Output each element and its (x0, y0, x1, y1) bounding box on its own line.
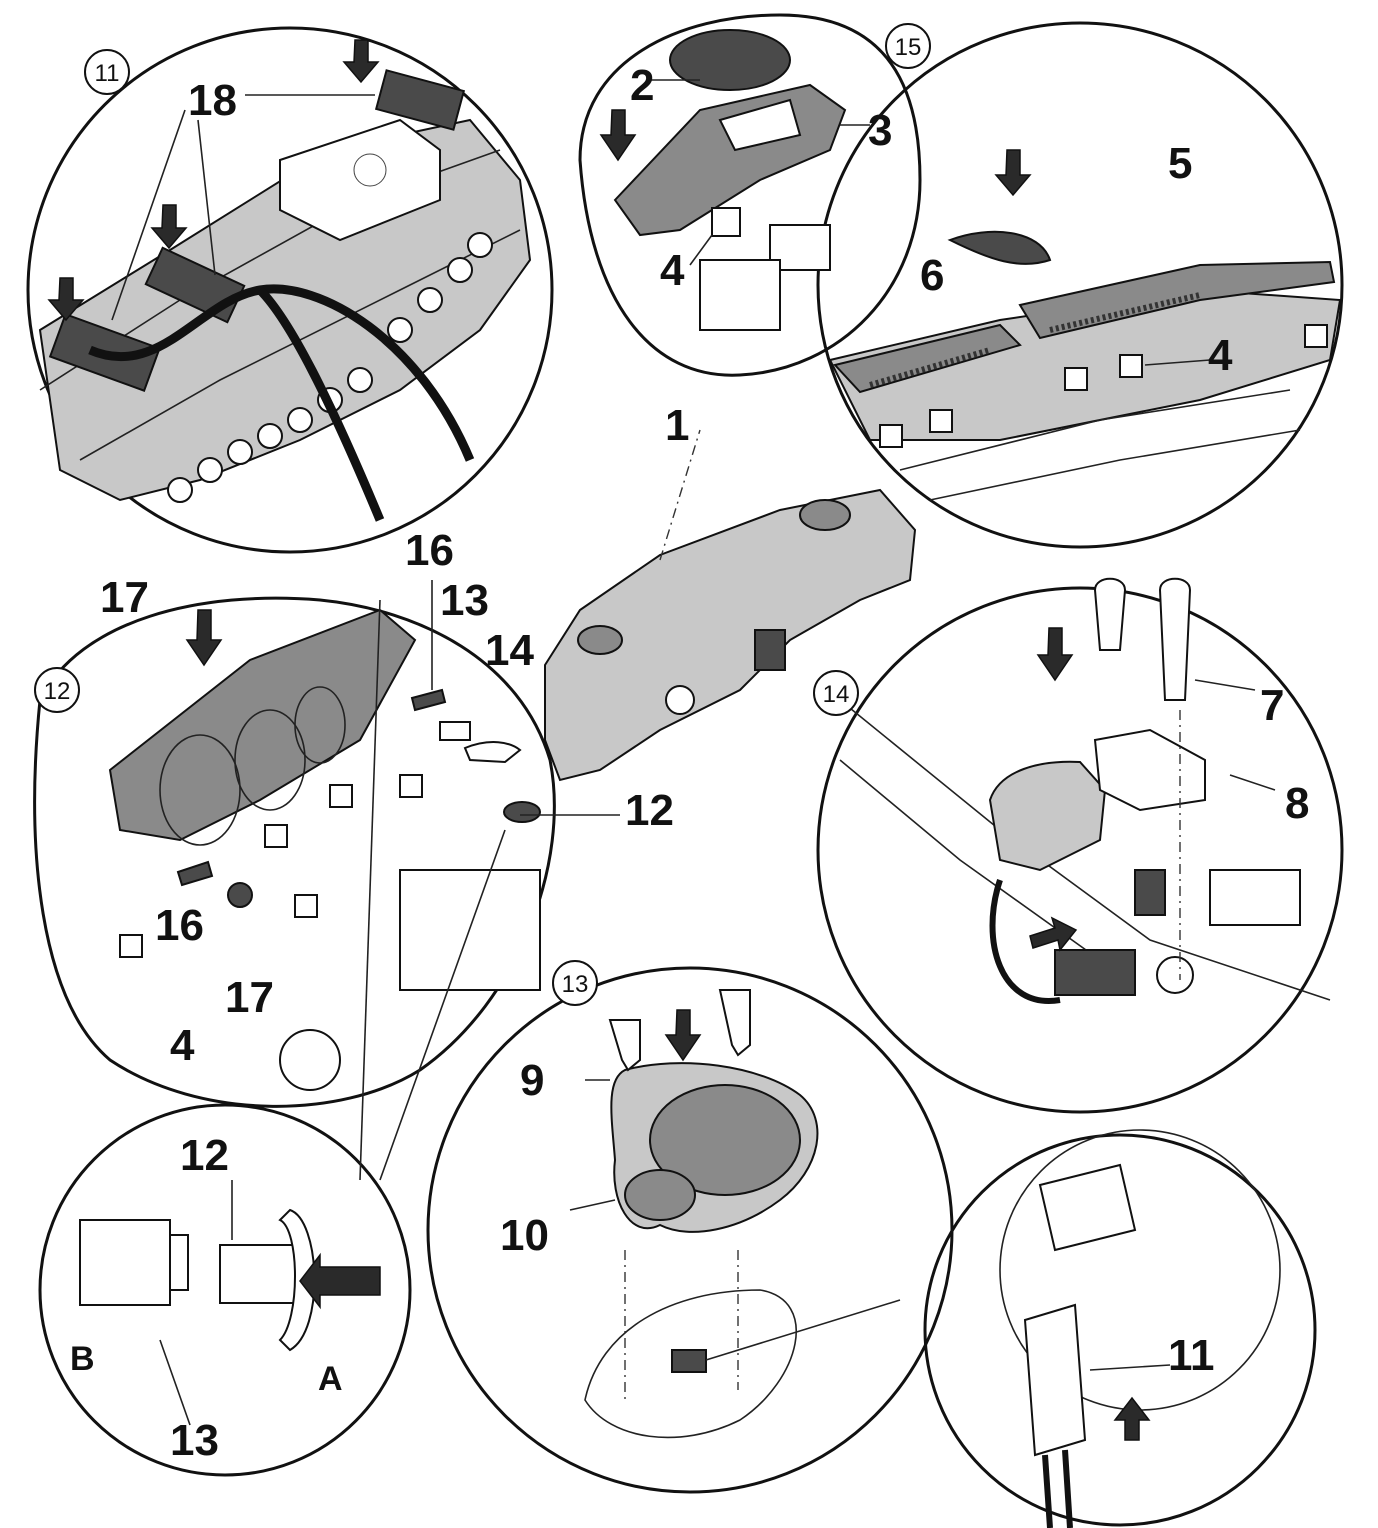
connector-plug (1054, 949, 1136, 996)
callout-16-top: 16 (405, 526, 454, 575)
callout-12-right: 12 (625, 786, 674, 835)
clips-row (879, 324, 1328, 448)
instrument-cluster-cover-17 (108, 608, 417, 842)
callout-1: 1 (665, 401, 689, 450)
callout-4-left: 4 (170, 1021, 195, 1070)
callout-11: 11 (1168, 1331, 1215, 1380)
control-unit-8 (988, 760, 1107, 872)
screw-7-right (1158, 577, 1192, 701)
callout-3: 3 (868, 106, 892, 155)
speaker-socket (1038, 1163, 1137, 1252)
svg-text:12: 12 (44, 678, 71, 705)
callout-9: 9 (520, 1056, 544, 1105)
relay (1134, 869, 1166, 916)
switch-body-a (219, 1244, 296, 1304)
detail-ab-view (38, 599, 506, 1477)
detail-12-view (33, 580, 620, 1108)
detail-badge-12: 12 (34, 667, 80, 713)
detail-airbag-cover-view (578, 13, 922, 377)
view-letter-b: B (70, 1340, 95, 1378)
detail-badge-13: 13 (552, 960, 598, 1006)
center-console (754, 629, 786, 671)
svg-text:13: 13 (562, 971, 589, 998)
callout-13-mid: 13 (440, 576, 489, 625)
badge-cap-2 (669, 29, 791, 91)
svg-text:14: 14 (823, 681, 850, 708)
callout-12-bottom: 12 (180, 1131, 229, 1180)
callout-17-top: 17 (100, 573, 149, 622)
defroster-vent-6 (833, 323, 1022, 394)
svg-text:11: 11 (95, 60, 120, 87)
screw-9-right (718, 989, 751, 1057)
screw-9-left (608, 1019, 641, 1072)
callout-14: 14 (485, 626, 534, 675)
switch-body-b (79, 1219, 171, 1306)
connector-top (374, 69, 466, 131)
plug-11 (1023, 1303, 1087, 1457)
screw-7-left (1093, 577, 1127, 651)
detail-15-view (816, 21, 1344, 549)
callout-2: 2 (630, 61, 654, 110)
callout-5: 5 (1168, 139, 1192, 188)
dashboard-main (544, 429, 917, 782)
callout-7: 7 (1260, 681, 1284, 730)
detail-11-view (26, 26, 554, 554)
detail-14-view (816, 577, 1344, 1114)
bolt-row (167, 232, 493, 503)
callout-10: 10 (500, 1211, 549, 1260)
callout-6: 6 (920, 251, 944, 300)
callout-18: 18 (188, 76, 237, 125)
view-letter-a: A (318, 1360, 343, 1398)
detail-badge-15: 15 (885, 23, 931, 69)
callout-8: 8 (1285, 779, 1309, 828)
callout-4-right: 4 (1208, 331, 1233, 380)
callout-13-bottom: 13 (170, 1416, 219, 1465)
speaker-connector (671, 1349, 707, 1373)
detail-badge-11: 11 (84, 49, 130, 95)
detail-speaker-connector-view (923, 1129, 1317, 1528)
callout-17-bottom: 17 (225, 973, 274, 1022)
callout-16-bottom: 16 (155, 901, 204, 950)
callout-4-top: 4 (660, 246, 685, 295)
light-sensor-cover (947, 230, 1052, 265)
detail-badge-14: 14 (813, 670, 859, 716)
detail-13-view (426, 966, 954, 1494)
clip-set (119, 721, 541, 958)
svg-text:15: 15 (895, 34, 922, 61)
